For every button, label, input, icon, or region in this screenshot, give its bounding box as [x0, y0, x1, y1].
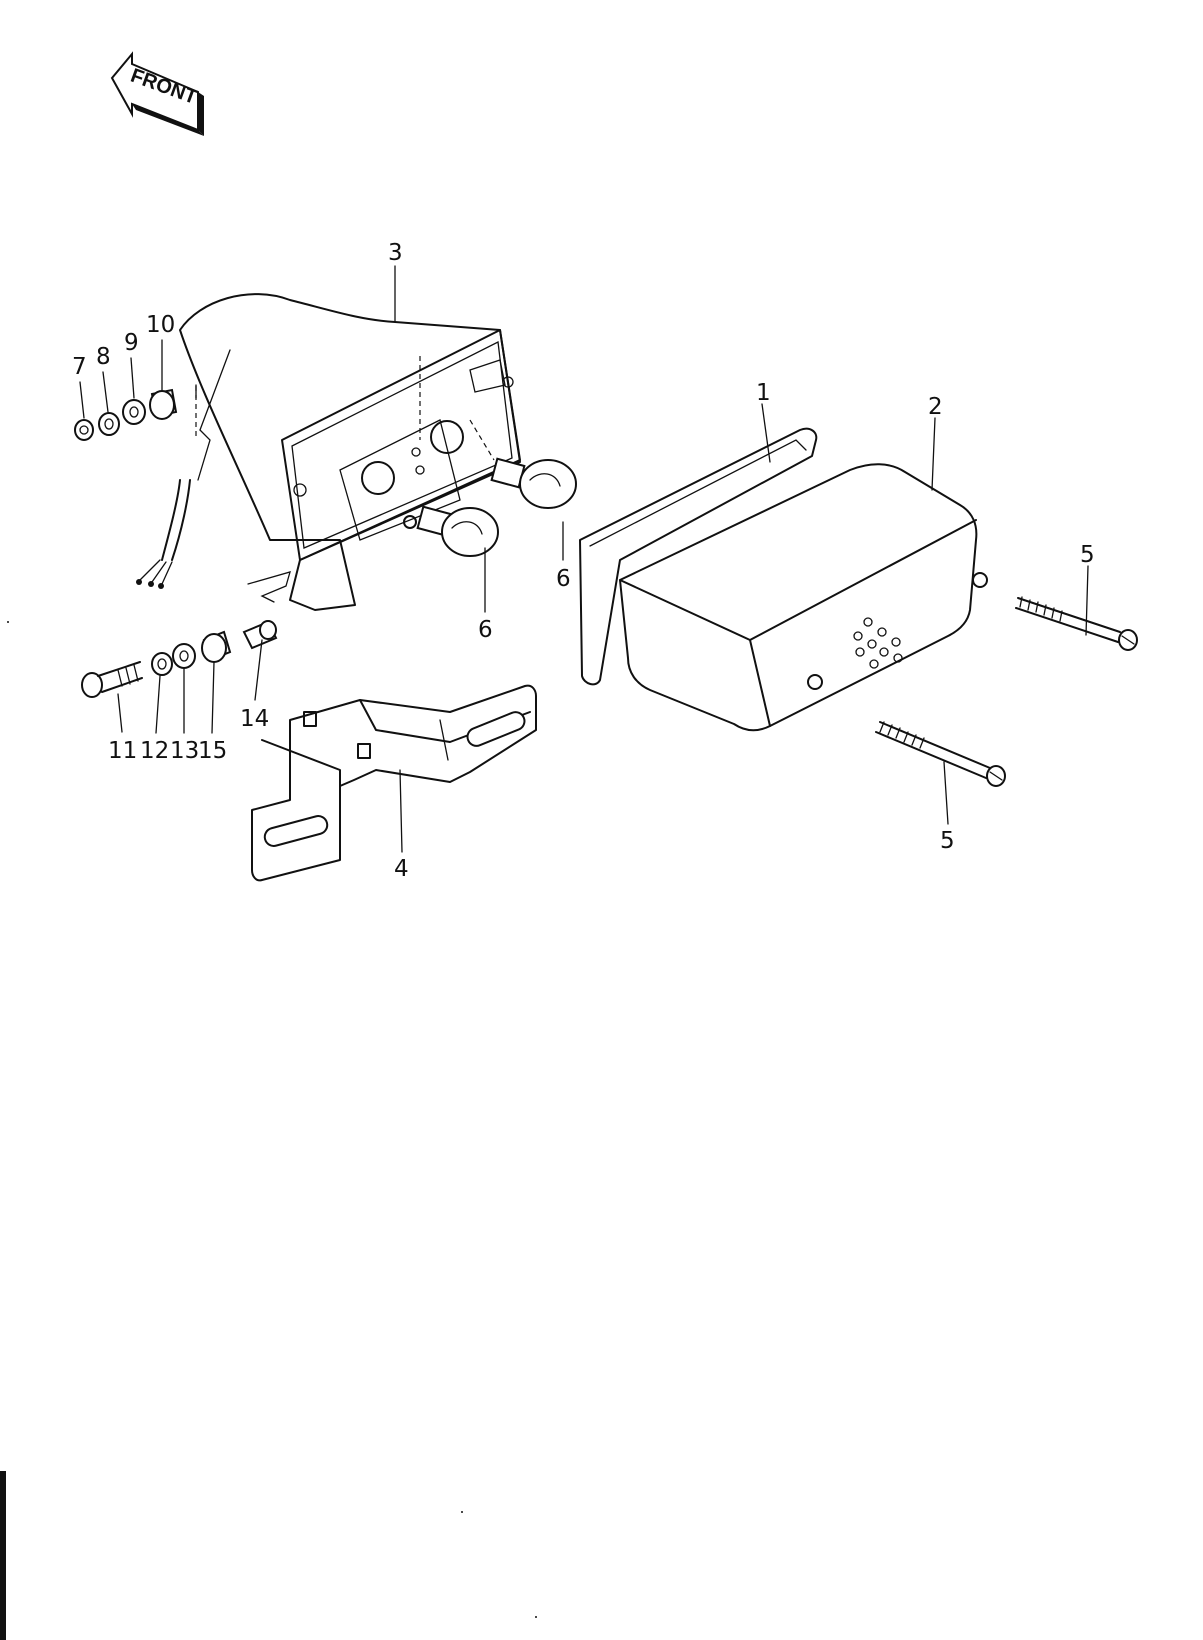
callout-lamp-housing: 3 [388, 240, 403, 266]
lens-gasket [579, 427, 818, 686]
nut-icon [74, 419, 94, 441]
leader-lines [79, 265, 1089, 853]
scan-speck [461, 1511, 463, 1513]
washer-icon [122, 399, 146, 425]
screw-upper-icon [1015, 596, 1138, 651]
washer-b-icon [172, 643, 196, 669]
tail-lamp-housing [136, 293, 521, 611]
callout-washer-a: 9 [124, 330, 139, 356]
callout-spacer: 14 [240, 706, 269, 732]
lock-washer-b-icon [151, 652, 173, 676]
mounting-bracket [251, 684, 537, 882]
callout-screw-upper: 5 [1080, 542, 1095, 568]
scan-speck [7, 621, 9, 623]
callout-nut: 7 [72, 354, 87, 380]
callout-lock-washer-a: 8 [96, 344, 111, 370]
callout-bolt: 11 [108, 738, 137, 764]
callout-tail-lens: 2 [928, 394, 943, 420]
collar-b-icon [201, 630, 232, 663]
collar-icon [149, 384, 197, 420]
alignment-lines [195, 356, 495, 461]
callout-screw-lower: 5 [940, 828, 955, 854]
bulb-lower-icon [416, 505, 499, 557]
spacer-icon [242, 620, 278, 650]
lock-washer-icon [98, 412, 120, 436]
callout-lock-washer-b: 12 [140, 738, 169, 764]
bulb-upper-icon [490, 457, 577, 509]
callout-bracket: 4 [394, 856, 409, 882]
callout-collar-b: 15 [198, 738, 227, 764]
callout-bulb-lower: 6 [478, 617, 493, 643]
callout-labels: 1 2 3 4 5 5 6 6 7 8 9 10 11 12 13 15 14 [72, 240, 1095, 882]
scan-edge-bar [0, 1471, 6, 1640]
tail-lens [619, 463, 988, 732]
bolt-icon [81, 661, 143, 698]
callout-bulb-upper: 6 [556, 566, 571, 592]
scan-speck [535, 1616, 537, 1618]
callout-collar-a: 10 [146, 312, 175, 338]
screw-lower-icon [875, 721, 1006, 787]
callout-lens-gasket: 1 [756, 380, 771, 406]
callout-washer-b: 13 [170, 738, 199, 764]
front-arrow-icon: FRONT [110, 51, 204, 136]
